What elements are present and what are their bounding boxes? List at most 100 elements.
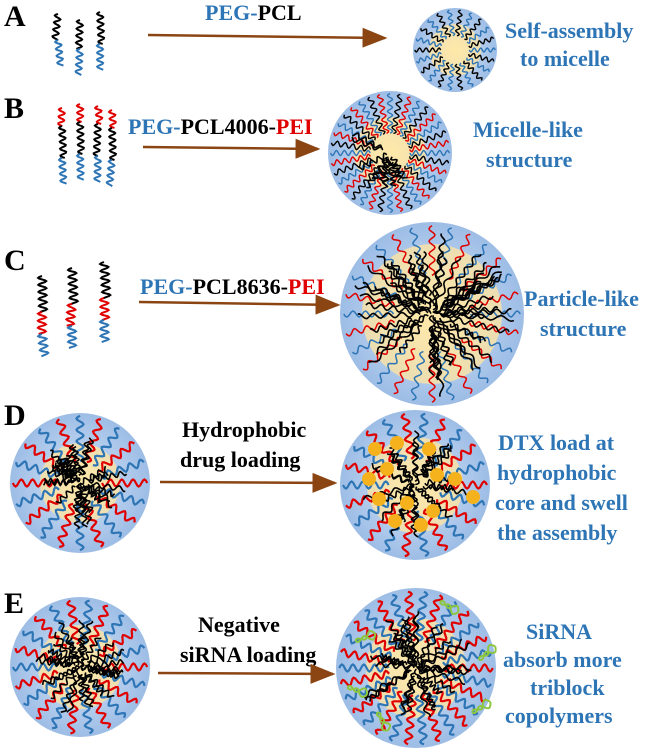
corona-chain <box>463 60 483 81</box>
core-chain <box>369 317 413 333</box>
core-chain <box>368 323 420 364</box>
drug-particle <box>430 468 444 482</box>
sirna-helix <box>376 711 392 732</box>
corona-chain <box>459 62 474 88</box>
corona-chain <box>329 149 371 157</box>
core-chain <box>35 657 71 669</box>
corona-chain <box>408 154 450 166</box>
corona-chain <box>22 676 62 706</box>
sirna-strand <box>376 711 389 732</box>
corona-chain <box>428 59 446 82</box>
core-chain <box>400 623 418 668</box>
corona-chain <box>351 167 378 200</box>
core-chain <box>79 620 94 662</box>
drug-particle <box>388 514 402 528</box>
core-chain <box>365 669 412 701</box>
corona-chain <box>464 18 482 41</box>
corona-chain <box>100 458 145 481</box>
core-chain <box>410 493 419 533</box>
core-chain <box>389 156 408 179</box>
core-chain <box>78 674 92 708</box>
result-e-line4: copolymers <box>505 703 613 728</box>
core-chain <box>82 484 111 503</box>
corona-chain <box>365 430 400 466</box>
corona-chain <box>345 292 396 308</box>
result-b-line2: structure <box>486 147 573 172</box>
micelle-b <box>328 91 452 215</box>
corona-chain <box>404 113 436 142</box>
corona-chain <box>51 686 72 730</box>
core-chain <box>374 661 415 671</box>
core-chain <box>80 664 123 673</box>
corona-chain <box>352 681 395 714</box>
drug-particle <box>426 504 440 518</box>
core-chain <box>354 285 418 309</box>
core-chain <box>446 295 494 312</box>
corona-chain <box>368 170 385 210</box>
core-chain <box>366 158 387 189</box>
result-a-line2: to micelle <box>520 46 610 71</box>
core-chain <box>369 654 415 669</box>
core-chain <box>413 668 432 718</box>
core-chain <box>444 254 482 299</box>
panel-a: A PEG-PCL Self-assembly to micelle <box>4 0 633 92</box>
core-chain <box>416 626 438 669</box>
core-chain <box>79 440 90 476</box>
result-d-line3: core and swell <box>495 490 628 515</box>
corona-chain <box>358 101 383 137</box>
corona-chain <box>352 328 398 355</box>
core-chain <box>381 484 415 522</box>
corona-chain <box>407 158 447 175</box>
corona-chain <box>468 52 495 63</box>
polymer-segment <box>66 325 78 349</box>
core-chain <box>431 257 448 311</box>
corona-chain <box>466 26 490 44</box>
core-chain <box>411 430 420 483</box>
core-chain <box>433 322 454 366</box>
core-chain <box>375 323 417 355</box>
core-chain <box>61 457 78 476</box>
corona-chain <box>420 693 442 743</box>
corona-chain <box>48 605 74 647</box>
drug-particle <box>414 518 428 532</box>
core-chain <box>381 654 404 667</box>
core-chain <box>422 443 449 476</box>
polymer-segment <box>53 39 65 67</box>
core-chain <box>54 462 74 478</box>
corona-chain <box>454 63 464 91</box>
core-chain <box>422 484 468 496</box>
core-chain <box>446 276 499 309</box>
corona-chain <box>35 682 66 720</box>
corona-chain <box>390 171 404 213</box>
core-chain <box>66 666 81 713</box>
corona-chain <box>367 96 386 135</box>
corona-chain <box>11 478 59 488</box>
sirna-helix <box>439 600 460 616</box>
result-c-line2: structure <box>540 316 627 341</box>
result-a-line1: Self-assembly <box>505 18 633 43</box>
polymer-segment <box>93 105 104 125</box>
polymer-segment <box>36 311 48 335</box>
result-d-line4: the assembly <box>497 520 617 545</box>
drug-particle <box>380 462 394 476</box>
core-chain <box>46 469 80 484</box>
sirna-helix <box>346 685 369 699</box>
corona-chain <box>442 648 493 667</box>
panel-d: D Hydrophobic drug loading DTX load at h… <box>4 399 628 560</box>
panel-letter-b: B <box>4 92 24 125</box>
polymer-segment <box>93 155 103 183</box>
core-chain <box>52 464 79 483</box>
corona-chain <box>344 675 392 701</box>
polymer-segment <box>75 103 85 123</box>
core-chain <box>87 481 126 493</box>
corona-chain <box>415 37 442 48</box>
corona-chain <box>345 633 392 658</box>
corona-chain <box>343 114 376 141</box>
core-chain <box>58 621 79 661</box>
corona-chain <box>409 149 451 157</box>
corona-chain <box>454 9 463 37</box>
core-chain <box>387 161 397 187</box>
copolymer-chains-c <box>36 261 112 358</box>
label-peg-pcl8636-pei: PEG-PCL8636-PEI <box>140 274 325 299</box>
core-chain <box>400 672 415 710</box>
